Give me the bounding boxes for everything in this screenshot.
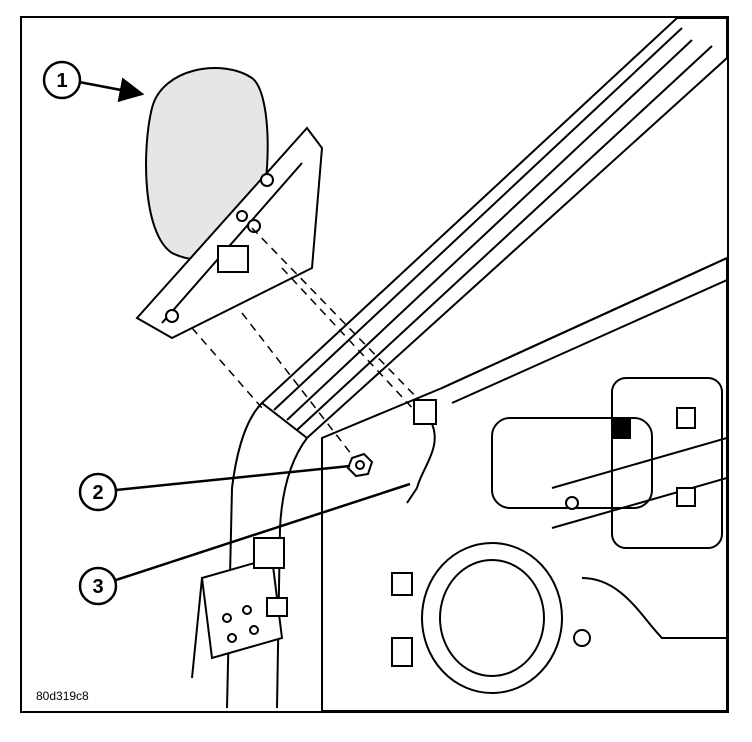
callout-1-label: 1: [56, 70, 67, 92]
callout-3: 3: [78, 566, 118, 606]
alignment-lines: [191, 227, 423, 469]
wire-harness-connector: [406, 399, 437, 504]
door-window-frame: [226, 18, 727, 709]
callout-2: 2: [78, 472, 118, 512]
callout-3-label: 3: [92, 576, 103, 598]
door-hinge: [191, 537, 288, 679]
callout-2-label: 2: [92, 482, 103, 504]
callout-1: 1: [42, 60, 82, 100]
figure-id-label: 80d319c8: [36, 689, 89, 703]
diagram-frame: 1 2 3 80d319c8: [20, 16, 729, 713]
door-inner-panel: [321, 256, 727, 711]
callout-leaders: [78, 77, 411, 582]
mirror-assembly: [135, 67, 324, 340]
door-mirror-diagram: 1 2 3: [42, 18, 727, 711]
mounting-nut: [346, 452, 374, 478]
